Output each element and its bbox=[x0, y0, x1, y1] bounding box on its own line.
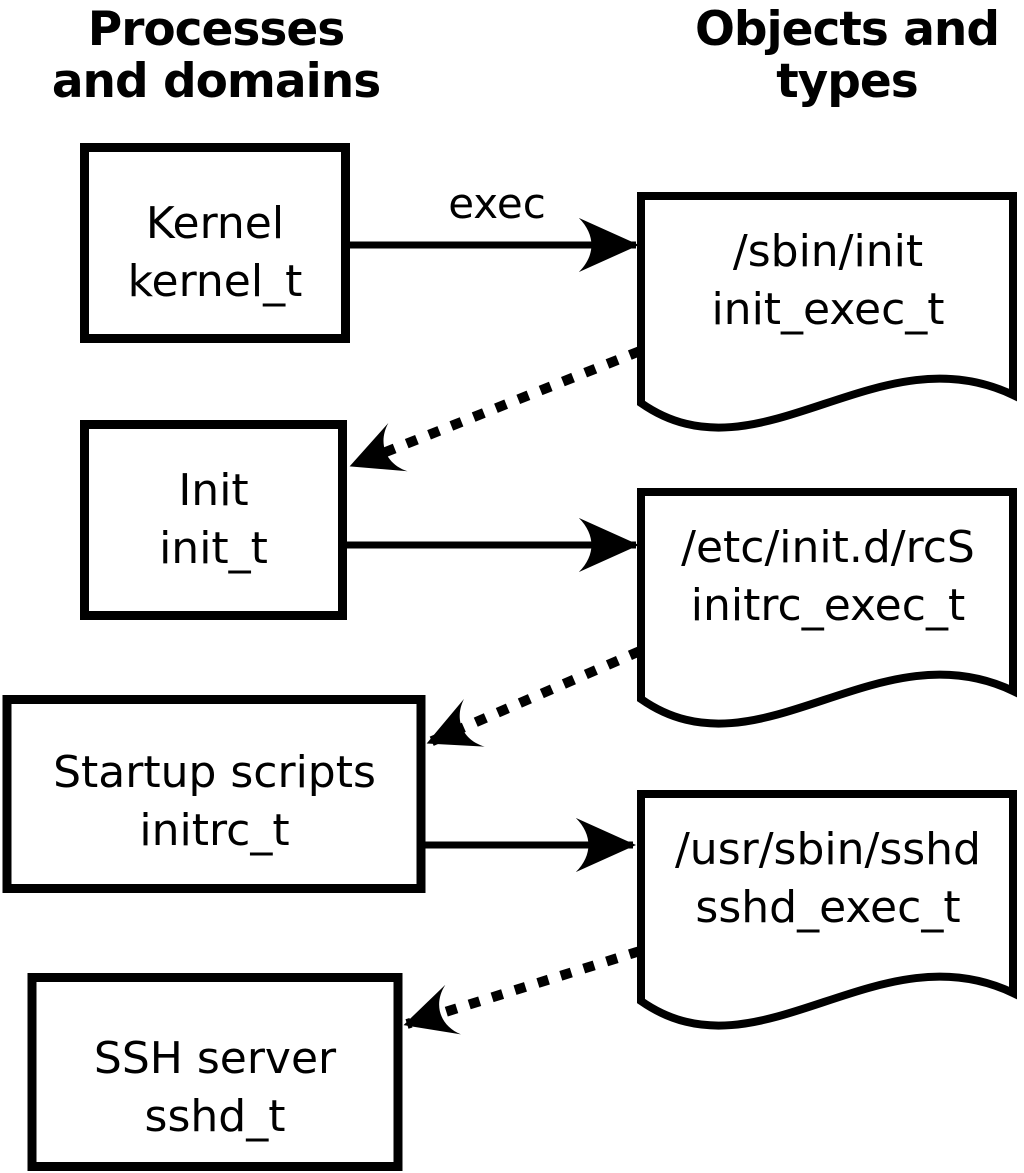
transition-arrow-rcs-to-startup bbox=[426, 646, 642, 747]
column-header-processes: Processes and domains bbox=[16, 4, 416, 108]
object-doc-usr-sbin-sshd bbox=[637, 790, 1017, 1030]
process-box-init bbox=[80, 420, 347, 620]
column-header-processes-line1: Processes bbox=[87, 2, 345, 57]
object-type: sshd_exec_t bbox=[695, 882, 961, 933]
object-path: /etc/init.d/rcS bbox=[681, 522, 975, 573]
process-domain: init_t bbox=[159, 523, 268, 574]
object-label-etc-initd-rcs: /etc/init.d/rcS initrc_exec_t bbox=[640, 492, 1016, 662]
process-label-startup-scripts: Startup scripts initrc_t bbox=[3, 695, 426, 901]
process-name: Init bbox=[178, 465, 249, 516]
process-label-kernel: Kernel kernel_t bbox=[80, 143, 350, 353]
column-header-objects: Objects and types bbox=[647, 4, 1024, 108]
process-name: Kernel bbox=[145, 198, 285, 249]
transition-arrow-sshd-exec-to-sshd bbox=[403, 946, 642, 1035]
object-type: init_exec_t bbox=[711, 284, 945, 335]
process-label-ssh-server: SSH server sshd_t bbox=[28, 973, 402, 1173]
object-path: /sbin/init bbox=[732, 226, 924, 277]
process-domain: initrc_t bbox=[139, 805, 290, 856]
process-label-init: Init init_t bbox=[80, 420, 347, 620]
object-label-usr-sbin-sshd: /usr/sbin/sshd sshd_exec_t bbox=[640, 794, 1016, 964]
exec-edge-label: exec bbox=[448, 179, 546, 228]
process-domain: kernel_t bbox=[127, 256, 303, 307]
process-domain: sshd_t bbox=[144, 1091, 286, 1142]
transition-arrow-sbin-init-to-init bbox=[349, 346, 642, 472]
process-name: SSH server bbox=[93, 1033, 337, 1084]
object-label-sbin-init: /sbin/init init_exec_t bbox=[640, 196, 1016, 366]
object-path: /usr/sbin/sshd bbox=[674, 824, 981, 875]
column-header-objects-line2: types bbox=[776, 54, 919, 109]
column-header-objects-line1: Objects and bbox=[694, 2, 1000, 57]
process-name: Startup scripts bbox=[53, 747, 376, 798]
object-doc-etc-initd-rcs bbox=[637, 488, 1017, 728]
object-doc-sbin-init bbox=[637, 192, 1017, 432]
object-type: initrc_exec_t bbox=[690, 580, 966, 631]
process-box-kernel bbox=[80, 143, 350, 343]
process-box-startup-scripts bbox=[2, 695, 426, 893]
column-header-processes-line2: and domains bbox=[51, 54, 381, 109]
process-box-ssh-server bbox=[27, 973, 403, 1171]
